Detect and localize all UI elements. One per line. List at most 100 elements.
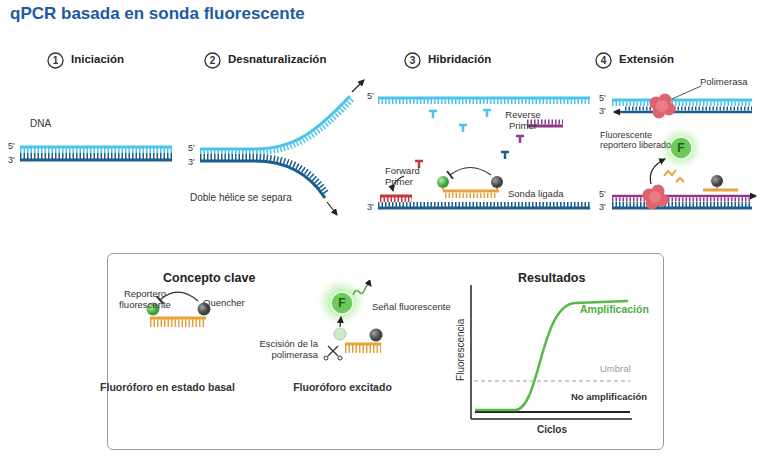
step-number: 4 — [595, 52, 612, 69]
dna-strand — [612, 207, 752, 210]
panel-heading: Resultados — [518, 271, 585, 285]
dye-letter: F — [330, 291, 354, 315]
base-rungs — [612, 101, 752, 106]
dna-strand — [200, 96, 350, 149]
step-number: 1 — [47, 52, 64, 69]
probe-label: Sonda ligada — [508, 189, 563, 200]
primer-rungs — [380, 197, 412, 202]
dye-letter: F — [669, 136, 693, 160]
strand-end: 3' — [599, 202, 606, 212]
quencher-dye — [491, 176, 503, 188]
step-number: 3 — [404, 52, 421, 69]
probe-strand — [150, 317, 206, 320]
strand-end: 3' — [8, 155, 15, 165]
series-label: No amplificación — [571, 392, 647, 403]
strand-label: DNA — [30, 118, 51, 130]
base-rungs — [378, 202, 590, 207]
strand-end: 5' — [188, 143, 195, 153]
strand-end: 3' — [188, 157, 195, 167]
release-arrow — [650, 159, 665, 184]
base-rungs — [20, 148, 172, 153]
base-rungs — [612, 202, 752, 207]
step-marker: 1Iniciación — [47, 52, 64, 69]
series-label: Amplificación — [580, 303, 649, 315]
nucleotide — [459, 125, 467, 132]
scissors-blade — [328, 346, 338, 356]
threshold-line — [474, 381, 630, 382]
released-dye — [334, 328, 346, 340]
part-label: Reportero fluorescente — [113, 289, 177, 311]
strand-end: 3' — [367, 202, 374, 212]
step-circle-outline — [596, 53, 611, 68]
step-note: Doble hélice se separa — [190, 192, 292, 204]
probe-strand — [703, 189, 738, 192]
dna-strand — [378, 207, 590, 210]
y-axis — [470, 285, 472, 419]
step-marker: 4Extensión — [595, 52, 612, 69]
polymerase — [643, 185, 669, 210]
scissors-handle — [324, 356, 328, 360]
nucleotide — [483, 110, 491, 117]
x-axis — [471, 418, 632, 420]
quencher-dye — [370, 329, 383, 342]
leader-line — [672, 86, 701, 99]
base-rungs — [612, 198, 750, 202]
polymerase-lobe — [649, 191, 661, 203]
forward-primer — [380, 195, 412, 198]
axis-label: Ciclos — [530, 424, 574, 436]
panel-heading: Concepto clave — [163, 271, 255, 285]
dna-strand — [20, 146, 172, 149]
base-rungs — [378, 99, 590, 104]
new-strand — [614, 111, 752, 114]
direction-arrow — [327, 202, 337, 215]
part-label: Escisión de la polimerasa — [236, 339, 318, 361]
nucleotide — [429, 111, 437, 118]
probe-rungs — [345, 345, 381, 353]
strand-end: 5' — [8, 141, 15, 151]
dye-circle-fill — [670, 137, 692, 159]
base-rungs — [625, 107, 752, 111]
fluorescence-glow — [317, 278, 365, 326]
nucleotide — [516, 136, 524, 143]
part-label: Señal fluorescente — [372, 302, 451, 313]
enzyme-label: Polimerasa — [700, 77, 748, 88]
strand-end: 5' — [599, 93, 606, 103]
step-heading: Hibridación — [428, 53, 491, 66]
quench-arc — [450, 168, 491, 176]
reporter-label: Fluorescente reportero liberado — [600, 130, 684, 151]
scissors — [324, 346, 342, 360]
axis-label: Fluorescencia — [455, 310, 467, 390]
step-heading: Iniciación — [71, 53, 124, 66]
state-label: Fluoróforo en estado basal — [95, 381, 240, 393]
no-amplification-curve — [475, 411, 630, 413]
direction-arrow — [352, 80, 364, 92]
strand-end: 5' — [367, 91, 374, 101]
step-circle-outline — [405, 53, 420, 68]
new-strand — [612, 195, 756, 198]
state-label: Fluoróforo excitado — [275, 381, 410, 393]
probe-rungs — [150, 319, 206, 327]
step-number: 2 — [204, 52, 221, 69]
step-marker: 2Desnaturalización — [204, 52, 221, 69]
strand-end: 3' — [599, 106, 606, 116]
diagram-title: qPCR basada en sonda fluorescente — [10, 4, 305, 24]
reporter-dye — [437, 176, 449, 188]
step-heading: Extensión — [619, 53, 674, 66]
step-circle-outline — [205, 53, 220, 68]
dye-circle-fill — [331, 292, 353, 314]
base-rungs — [200, 99, 353, 153]
scissors-blade — [328, 346, 338, 356]
scissors-handle — [338, 356, 342, 360]
polymerase — [650, 94, 676, 119]
probe-rungs — [445, 193, 497, 198]
nucleotide — [501, 152, 509, 159]
fluorophore-circle: F — [669, 136, 693, 160]
dna-strand — [20, 159, 172, 162]
release-arrow — [340, 317, 341, 327]
probe-strand — [345, 343, 381, 346]
fluorophore-circle: F — [330, 291, 354, 315]
part-label: Quencher — [203, 298, 245, 309]
primer-label: Forward Primer — [385, 166, 431, 188]
